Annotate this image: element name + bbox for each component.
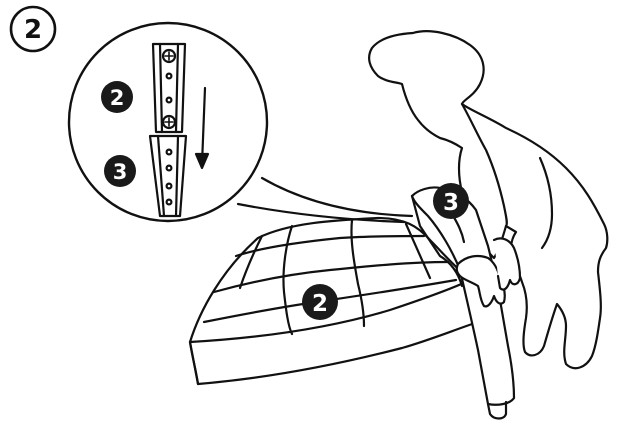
zoom-connector (262, 178, 412, 216)
lower-part-badge: 3 (104, 155, 136, 187)
backrest-label: 3 (443, 190, 459, 216)
cushion-label: 2 (312, 291, 328, 317)
upper-part-badge: 2 (101, 81, 133, 113)
silhouette-back-arm (540, 158, 552, 248)
step-badge: 2 (11, 7, 55, 51)
backrest-badge: 3 (433, 183, 469, 219)
cushion-badge: 2 (302, 284, 338, 320)
upper-part-label: 2 (110, 86, 125, 110)
lower-part-label: 3 (113, 160, 128, 184)
step-number: 2 (24, 15, 42, 45)
detail-magnifier: 2 3 (69, 23, 267, 221)
upper-bracket (153, 44, 185, 132)
hand-left (494, 238, 520, 289)
